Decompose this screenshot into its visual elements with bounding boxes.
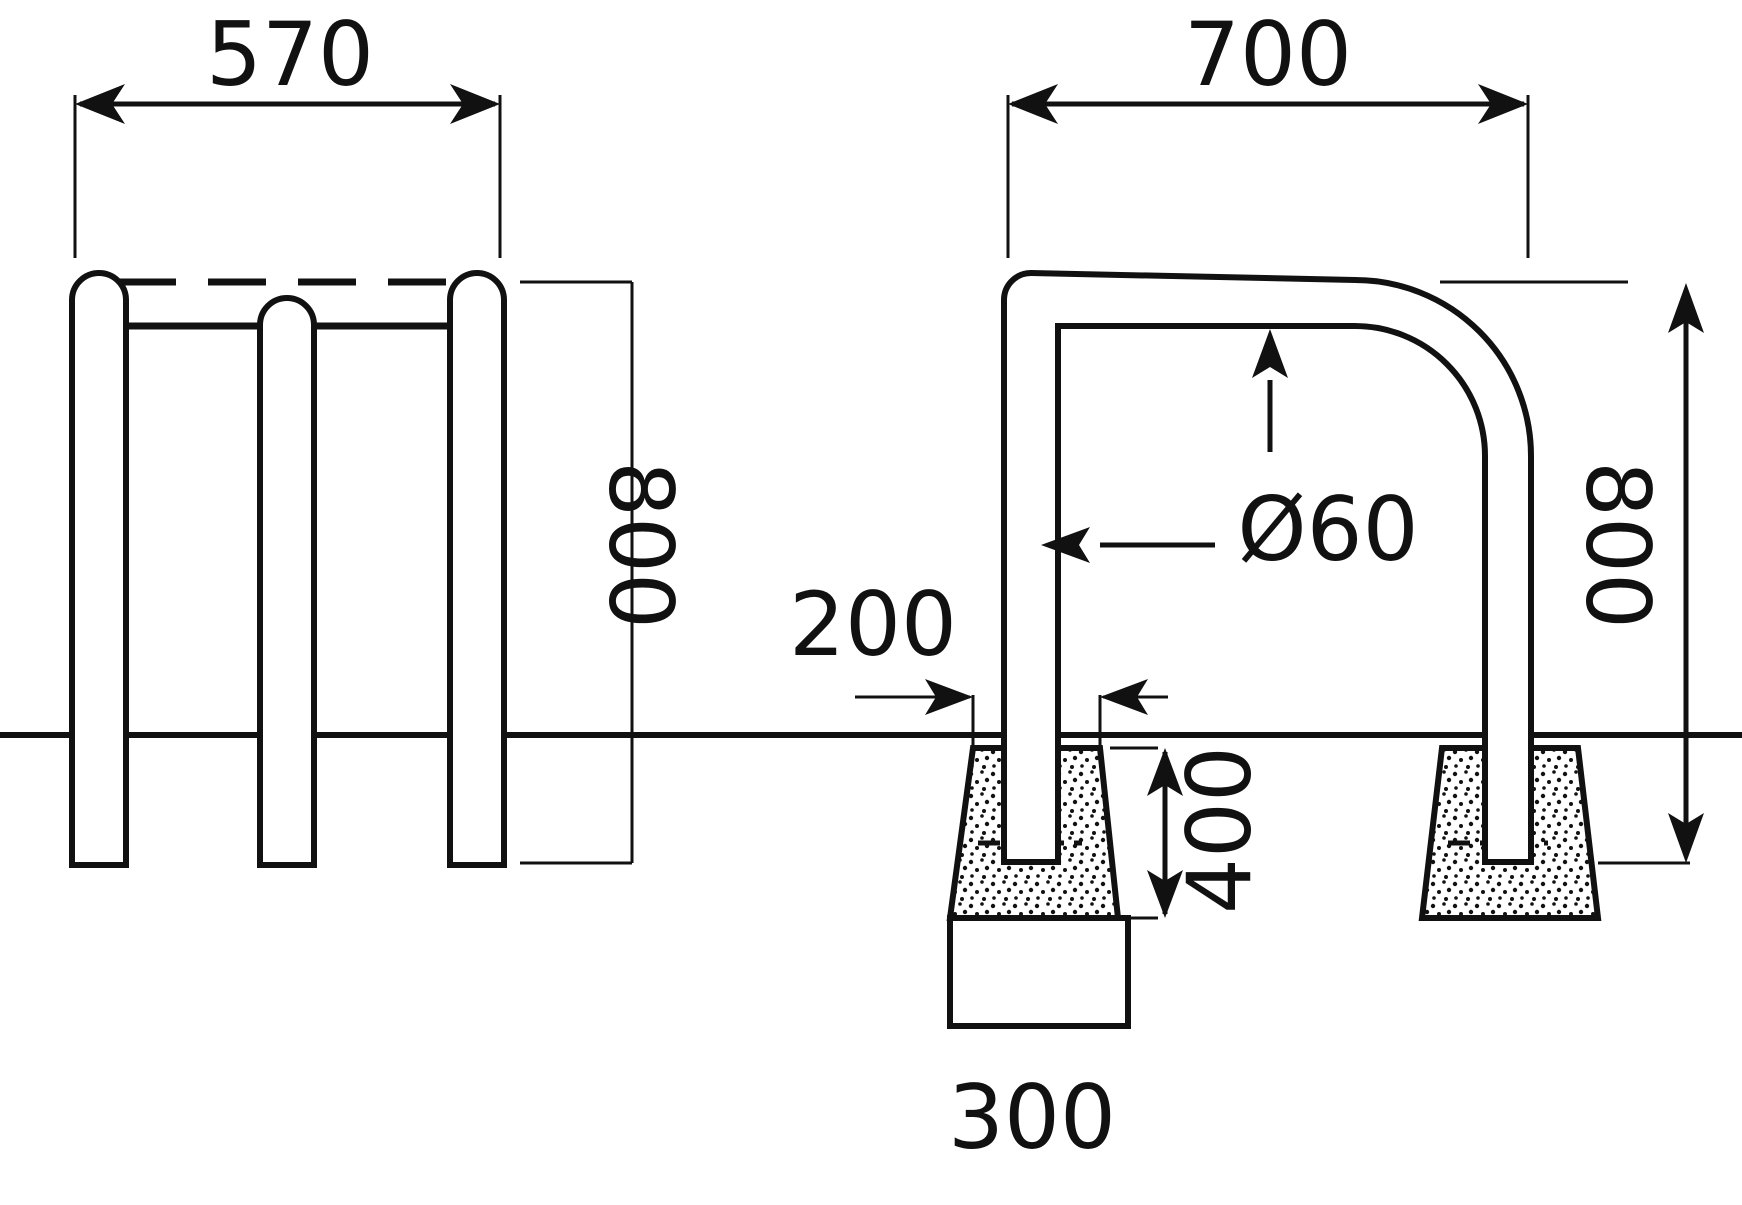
footing-depth-arrow-bottom bbox=[1147, 870, 1183, 918]
footing-top-width-label: 200 bbox=[789, 573, 957, 676]
side-height-label: 800 bbox=[589, 461, 692, 629]
footing-base-width-label: 300 bbox=[948, 1066, 1116, 1169]
front-bent-tube bbox=[1001, 269, 1534, 865]
footing-width-arrow-left bbox=[925, 679, 973, 715]
footing-depth-arrow-top bbox=[1147, 748, 1183, 796]
side-width-label: 570 bbox=[206, 3, 374, 106]
front-height-arrow-top bbox=[1668, 283, 1704, 333]
front-height-label: 800 bbox=[1566, 461, 1669, 629]
front-width-arrow-right bbox=[1478, 84, 1528, 124]
side-tube-middle bbox=[257, 295, 317, 868]
front-footing-base-block bbox=[947, 915, 1131, 1029]
diameter-arrow-left bbox=[1041, 527, 1090, 563]
side-tube-left bbox=[69, 270, 129, 868]
tube-diameter-label: Ø60 bbox=[1237, 478, 1418, 581]
diameter-arrow-up bbox=[1252, 329, 1288, 378]
front-width-label: 700 bbox=[1184, 3, 1352, 106]
side-view: 570 800 bbox=[69, 3, 692, 868]
front-height-arrow-bottom bbox=[1668, 813, 1704, 863]
side-width-arrow-right bbox=[450, 84, 500, 124]
footing-width-arrow-right bbox=[1100, 679, 1148, 715]
side-width-arrow-left bbox=[75, 84, 125, 124]
front-width-arrow-left bbox=[1008, 84, 1058, 124]
footing-depth-label: 400 bbox=[1168, 746, 1271, 914]
front-view: 700 200 400 300 Ø60 bbox=[789, 3, 1704, 1169]
side-tube-right bbox=[447, 270, 507, 868]
